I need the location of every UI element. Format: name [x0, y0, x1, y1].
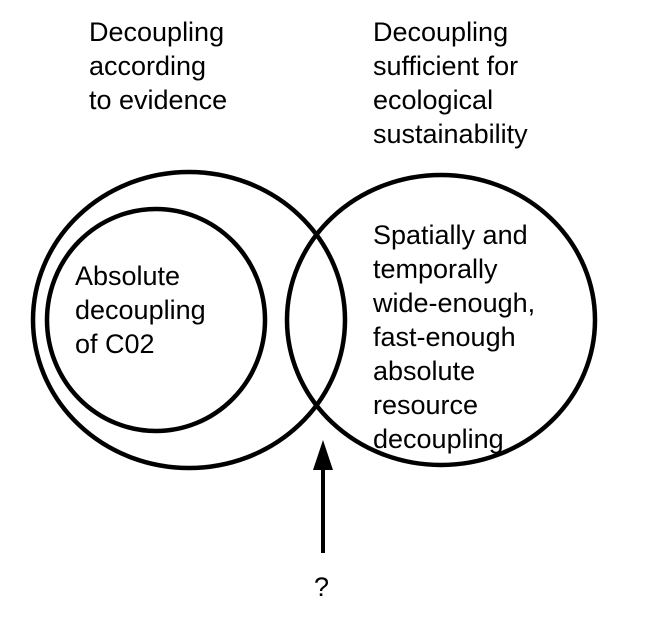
inner-circle-label: Absolute decoupling of C02 [75, 261, 206, 359]
left-circle-heading: Decoupling according to evidence [89, 17, 228, 115]
left-outer-circle [30, 169, 348, 471]
right-circle-heading: Decoupling sufficient for ecological sus… [373, 17, 528, 149]
right-circle [284, 172, 598, 468]
right-circle-label: Spatially and temporally wide-enough, fa… [373, 220, 536, 454]
arrow-head-icon [313, 440, 333, 470]
inner-circle [44, 206, 268, 434]
overlap-question-label: ? [314, 572, 330, 602]
